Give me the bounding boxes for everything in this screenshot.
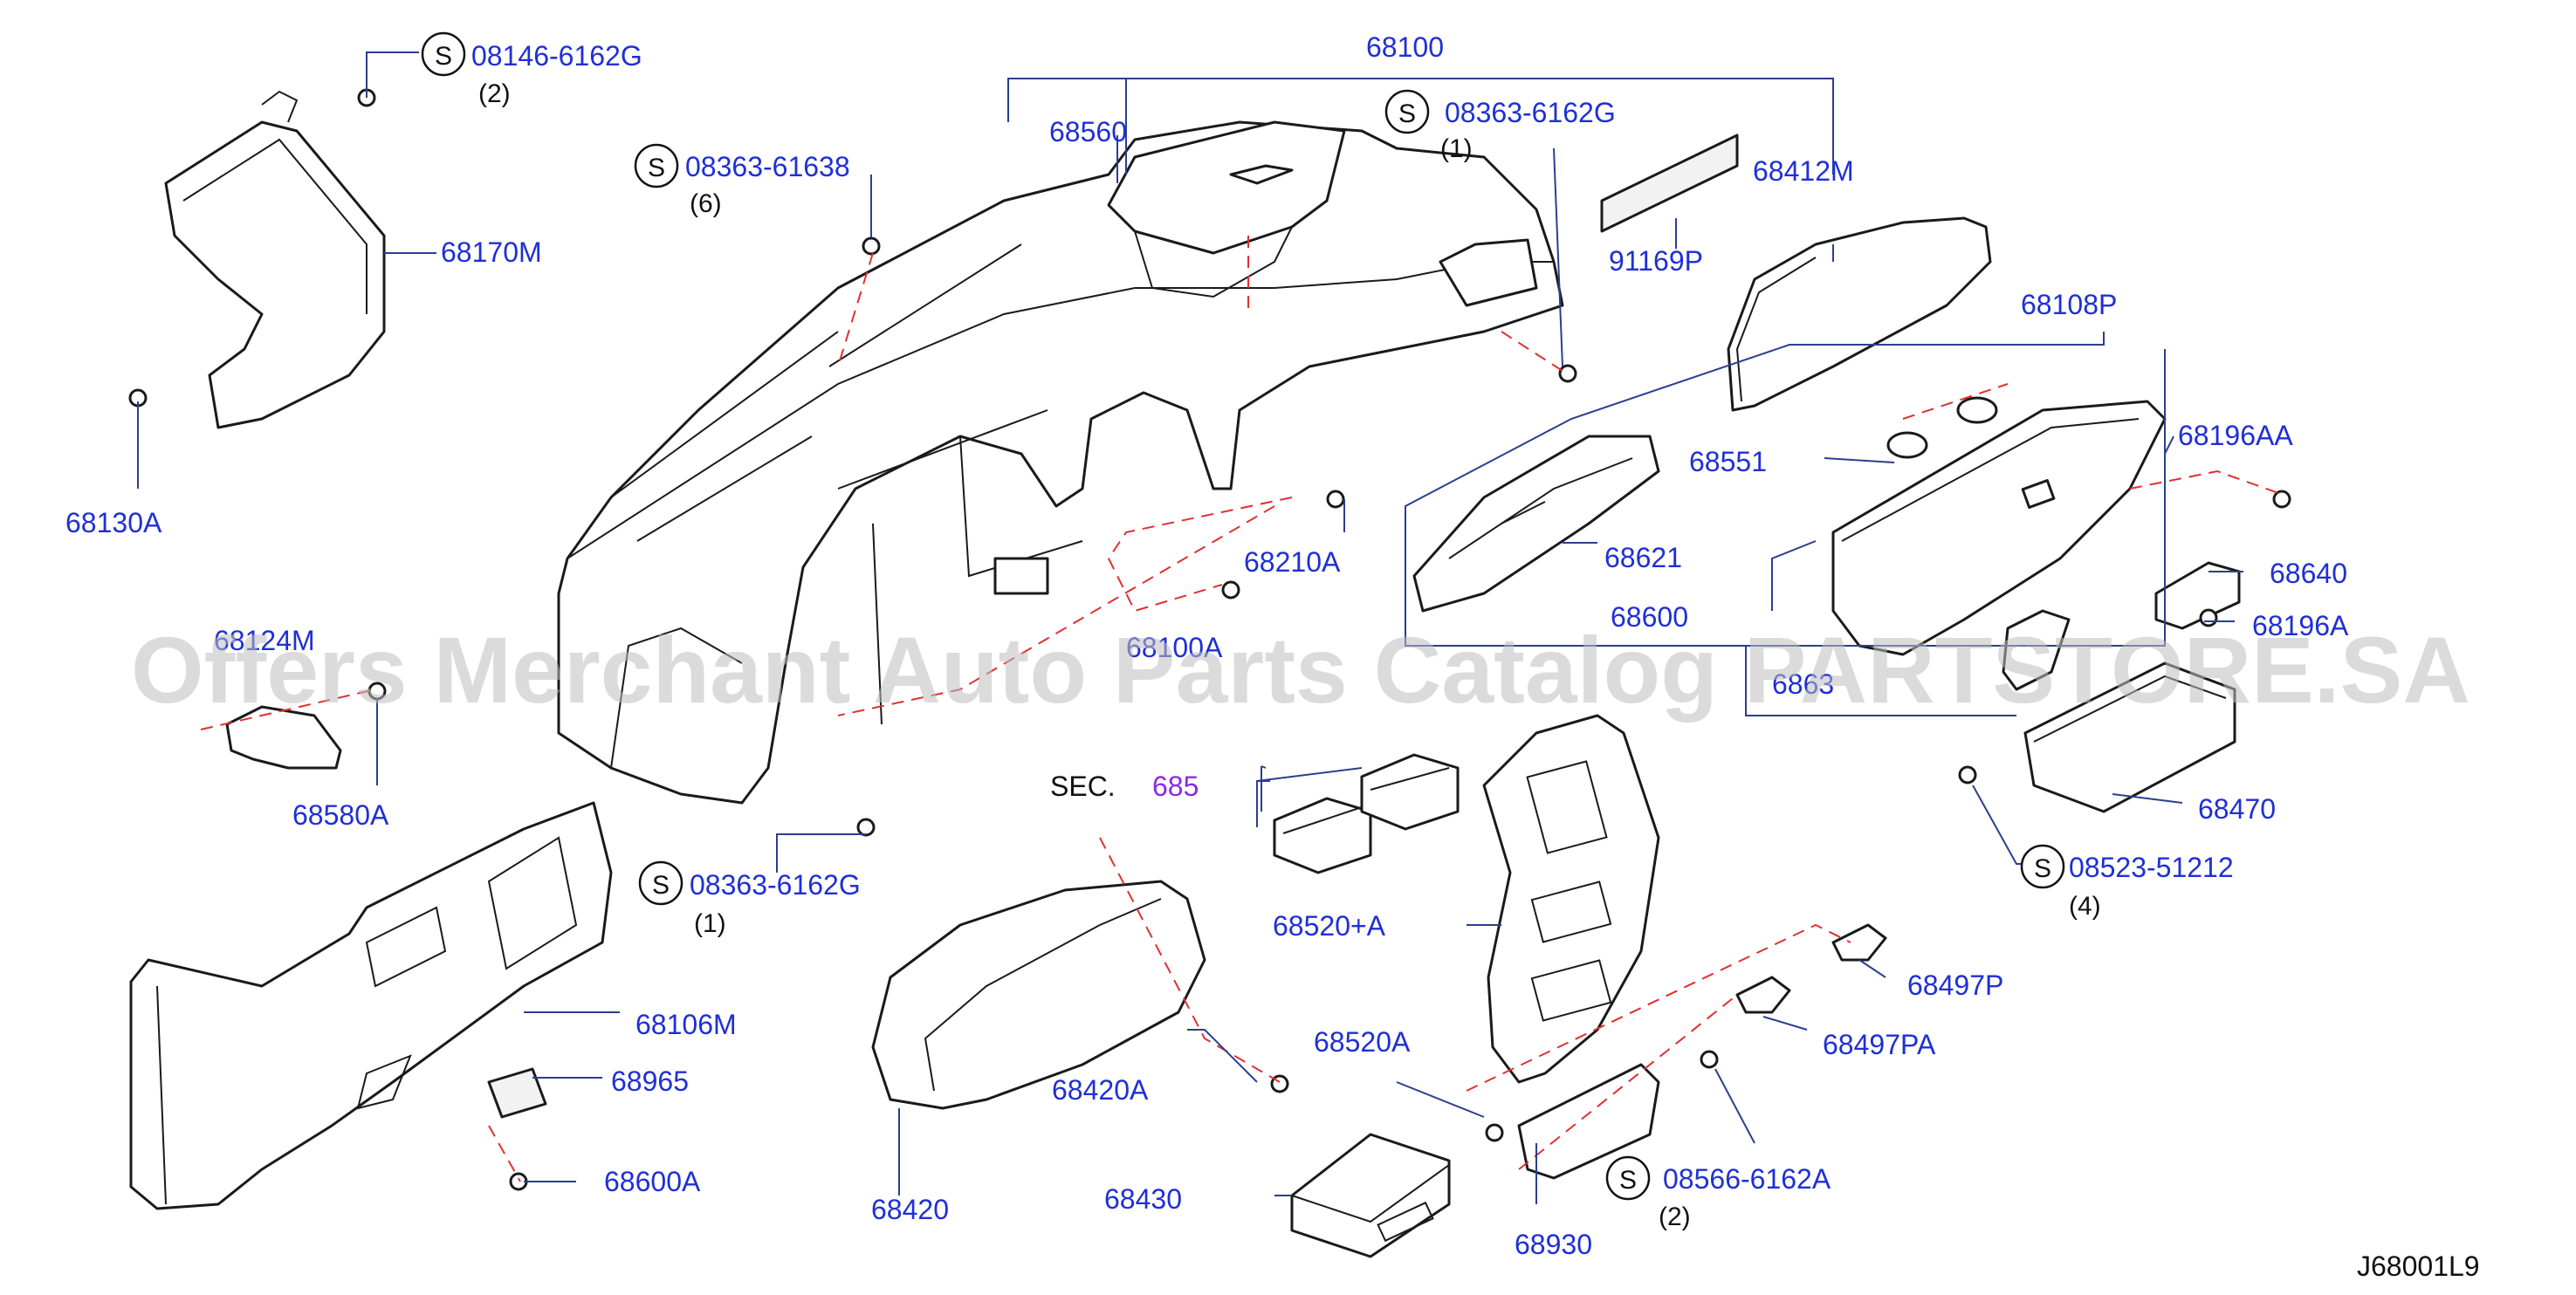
label-68470: 68470 — [2198, 793, 2276, 825]
screw-marker-6: S — [1619, 1166, 1637, 1195]
box-68470 — [2023, 661, 2236, 813]
label-68130a: 68130A — [65, 507, 162, 538]
screw-marker-2: S — [648, 154, 665, 182]
label-68100a: 68100A — [1126, 632, 1223, 663]
label-68210a: 68210A — [1244, 546, 1341, 578]
qty-2-top: (2) — [478, 79, 511, 108]
label-68497pa: 68497PA — [1823, 1029, 1936, 1060]
watermark-text: Offers Merchant Auto Parts Catalog PARTS… — [131, 617, 2470, 723]
label-08523-51212: 08523-51212 — [2069, 852, 2234, 883]
knob-68497p — [1831, 923, 1887, 962]
knob-68497pa — [1735, 976, 1791, 1014]
label-68640: 68640 — [2270, 558, 2347, 589]
label-08363-6162g-low: 08363-6162G — [690, 869, 861, 901]
screw-marker-5: S — [2034, 854, 2051, 883]
lock-6863 — [2002, 609, 2071, 691]
label-68124m: 68124M — [214, 625, 315, 656]
bumper-68551-a — [1886, 431, 1928, 459]
label-08363-61638: 08363-61638 — [685, 151, 850, 182]
bracket-68124m — [225, 705, 342, 770]
qty-1-top: (1) — [1440, 134, 1473, 163]
label-68420: 68420 — [871, 1194, 949, 1225]
label-91169p: 91169P — [1609, 245, 1703, 277]
label-08566-6162a: 08566-6162A — [1663, 1163, 1831, 1195]
qty-4: (4) — [2069, 892, 2101, 921]
meter-hood-68420 — [871, 880, 1206, 1110]
label-68580a: 68580A — [292, 799, 389, 831]
diagram-code: J68001L9 — [2357, 1250, 2480, 1282]
label-68520a: 68520A — [1314, 1026, 1411, 1058]
hinge-68640 — [2154, 561, 2241, 630]
label-68560: 68560 — [1049, 116, 1127, 147]
lower-panel-68106m — [129, 801, 613, 1210]
label-68520a-plus: 68520+A — [1273, 910, 1386, 942]
screw-marker-3: S — [1398, 99, 1416, 128]
label-68430: 68430 — [1104, 1183, 1182, 1215]
screw-marker-1: S — [435, 42, 452, 71]
tray-68621 — [1412, 435, 1660, 613]
label-68106m: 68106M — [635, 1009, 737, 1040]
glove-box-68600 — [1831, 400, 2167, 656]
center-vent-68560 — [1107, 120, 1346, 298]
qty-6: (6) — [690, 189, 722, 218]
label-68196a: 68196A — [2252, 610, 2349, 641]
vents-68520 — [1273, 753, 1460, 874]
label-68497p: 68497P — [1907, 970, 2003, 1001]
qty-1-low: (1) — [694, 909, 726, 938]
label-91169p — [1600, 134, 1739, 233]
label-68621: 68621 — [1604, 542, 1682, 573]
label-68420a: 68420A — [1052, 1074, 1149, 1106]
assembly-lines — [200, 236, 2279, 1182]
label-6863: 6863 — [1772, 668, 1834, 700]
section-prefix: SEC. — [1050, 771, 1116, 802]
label-68196aa: 68196AA — [2178, 420, 2293, 451]
label-08146-6162g: 08146-6162G — [471, 40, 642, 72]
section-number: 685 — [1152, 771, 1199, 802]
leader-lines — [137, 51, 2243, 1204]
label-68600: 68600 — [1611, 601, 1688, 633]
screw-marker-4: S — [652, 871, 670, 900]
bezel-68930 — [1517, 1063, 1660, 1180]
label-68930: 68930 — [1515, 1229, 1592, 1260]
instrument-panel — [557, 120, 1564, 805]
label-68412m: 68412M — [1753, 155, 1854, 187]
clip-68965 — [487, 1067, 547, 1119]
part-labels: 68100 68560 08363-6162G (1) 68412M 91169… — [65, 31, 2349, 1260]
label-08363-6162g-top: 08363-6162G — [1445, 97, 1616, 128]
label-68100: 68100 — [1366, 31, 1444, 63]
bracket-68170m — [164, 90, 386, 429]
screw-spec-markers: S S S S S S — [421, 31, 2065, 1201]
qty-2-low: (2) — [1659, 1202, 1691, 1231]
label-68965: 68965 — [611, 1065, 689, 1097]
label-68551: 68551 — [1689, 446, 1767, 477]
bumper-68551-b — [1956, 396, 1998, 424]
label-68108p: 68108P — [2021, 289, 2117, 320]
label-68600a: 68600A — [604, 1166, 701, 1197]
box-68430 — [1290, 1133, 1451, 1258]
cover-68412m — [1727, 216, 1992, 412]
screw-icons — [128, 88, 2291, 1191]
center-cluster-68930 — [1482, 714, 1660, 1084]
label-68170m: 68170M — [441, 236, 542, 268]
